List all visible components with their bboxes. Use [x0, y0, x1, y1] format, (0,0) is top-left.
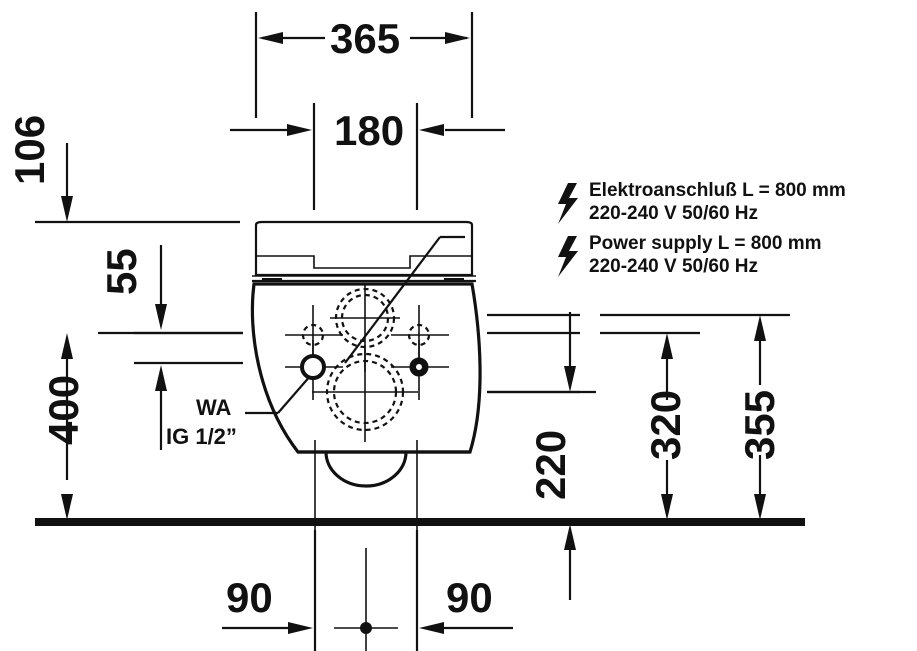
center-axis-dot — [360, 622, 372, 634]
dim-label-55: 55 — [98, 248, 145, 295]
power-hole-center — [416, 364, 422, 370]
water-connection-hole — [285, 340, 343, 400]
seat-buffer-left — [262, 278, 282, 282]
arrow-320-up — [661, 333, 673, 359]
arrow-400-down — [61, 494, 73, 520]
arrow-355-up — [754, 315, 766, 341]
floor-line — [35, 518, 805, 526]
dimension-220-group: 220 — [487, 312, 596, 600]
toilet-seat-lid — [252, 220, 476, 283]
arrow-320-down — [661, 494, 673, 520]
dimension-355-group: 355 — [736, 315, 783, 520]
drain-outlet-bulge — [324, 451, 408, 488]
note-electrical-en-line2: 220-240 V 50/60 Hz — [589, 256, 758, 277]
note-electrical-de-line2: 220-240 V 50/60 Hz — [589, 203, 758, 224]
waste-outlet-port — [312, 345, 418, 442]
wa-label-line2: IG 1/2” — [166, 424, 237, 449]
arrow-365-right — [445, 32, 470, 44]
power-inlet-hole — [391, 340, 449, 400]
dimension-320-group: 320 — [642, 333, 689, 520]
arrow-365-left — [258, 32, 283, 44]
arrow-106-down — [61, 196, 73, 222]
note-electrical-en-line1: Power supply L = 800 mm — [589, 233, 822, 254]
dimension-90-group: 90 90 — [222, 530, 513, 651]
leader-line-power — [344, 236, 441, 364]
dim-label-180: 180 — [334, 107, 404, 154]
dimension-365-group: 365 — [254, 12, 474, 118]
seat-buffer-right — [444, 278, 464, 282]
arrow-180-right — [419, 124, 444, 136]
arrow-55-up — [155, 365, 167, 391]
dim-label-90-right: 90 — [446, 574, 493, 621]
electrical-notes-group: Elektroanschluß L = 800 mm 220-240 V 50/… — [344, 180, 846, 364]
note-electrical-de-line1: Elektroanschluß L = 800 mm — [589, 180, 846, 201]
lightning-bolt-icon — [558, 236, 578, 277]
arrow-90-right — [419, 622, 444, 634]
dim-label-355: 355 — [736, 390, 783, 460]
dim-label-106: 106 — [6, 115, 53, 185]
dim-label-365: 365 — [330, 15, 400, 62]
arrow-55-down — [155, 304, 167, 330]
dim-label-320: 320 — [642, 390, 689, 460]
dimension-55-group: 55 — [98, 245, 243, 450]
water-connection-label-group: WA IG 1/2” — [166, 366, 319, 449]
arrow-90-left — [288, 622, 313, 634]
arrow-355-down — [754, 494, 766, 520]
arrow-220-down — [564, 366, 576, 392]
toilet-body — [250, 282, 482, 488]
lightning-bolt-icon — [558, 183, 578, 224]
water-hole-ring — [300, 354, 326, 380]
arrow-180-left — [287, 124, 312, 136]
dim-label-220: 220 — [527, 430, 574, 500]
arrow-220-up — [564, 524, 576, 550]
dimension-180-group: 180 — [230, 103, 505, 210]
arrow-400-up — [61, 333, 73, 359]
dimension-106-group: 106 — [6, 115, 240, 224]
dim-label-400: 400 — [40, 375, 87, 445]
dim-label-90-left: 90 — [226, 574, 273, 621]
wa-label-line1: WA — [196, 395, 232, 420]
